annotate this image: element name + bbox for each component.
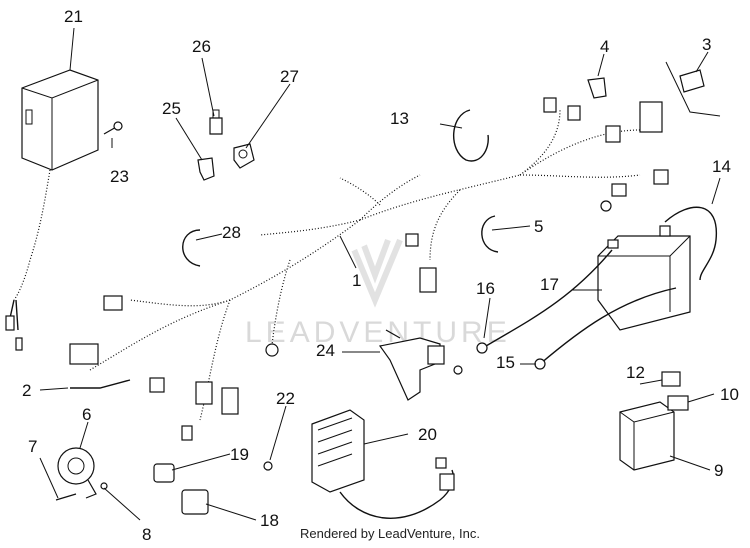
callout-28: 28 bbox=[222, 223, 241, 242]
cable-16 bbox=[485, 249, 613, 347]
battery bbox=[597, 225, 691, 331]
callout-7: 7 bbox=[28, 437, 37, 456]
clamp-27 bbox=[233, 143, 255, 169]
watermark: LEADVENTURE bbox=[245, 238, 511, 349]
callout-22: 22 bbox=[276, 389, 295, 408]
regulator-rectifier bbox=[311, 409, 455, 519]
fuse-10 bbox=[667, 395, 689, 411]
callout-10: 10 bbox=[720, 385, 739, 404]
main-harness bbox=[69, 97, 669, 441]
callout-9: 9 bbox=[714, 461, 723, 480]
svg-text:LEADVENTURE: LEADVENTURE bbox=[245, 316, 511, 349]
nut-8 bbox=[100, 482, 108, 490]
clamp-25 bbox=[197, 157, 215, 181]
callout-12: 12 bbox=[626, 363, 645, 382]
connector-18 bbox=[181, 489, 209, 515]
clip-13 bbox=[452, 109, 489, 162]
callout-15: 15 bbox=[496, 353, 515, 372]
callout-24: 24 bbox=[316, 341, 335, 360]
screw-22 bbox=[263, 461, 273, 471]
callout-2: 2 bbox=[22, 381, 31, 400]
callout-19: 19 bbox=[230, 445, 249, 464]
bolt-23 bbox=[103, 121, 123, 135]
callout-16: 16 bbox=[476, 279, 495, 298]
ring-terminal-15 bbox=[534, 358, 546, 370]
callout-3: 3 bbox=[702, 35, 711, 54]
bolt-7 bbox=[55, 493, 77, 501]
callout-5: 5 bbox=[534, 217, 543, 236]
ring-terminal bbox=[476, 342, 488, 354]
callout-21: 21 bbox=[64, 7, 83, 26]
cable-15 bbox=[539, 287, 677, 365]
clamp-26 bbox=[209, 109, 223, 135]
callout-1: 1 bbox=[352, 271, 361, 290]
horn bbox=[57, 447, 97, 499]
connector-19 bbox=[153, 463, 175, 483]
grommet-4 bbox=[587, 77, 607, 99]
clip-5 bbox=[481, 215, 499, 253]
starter-relay bbox=[619, 371, 689, 471]
callout-13: 13 bbox=[390, 109, 409, 128]
clip-28 bbox=[182, 229, 201, 267]
bracket-24 bbox=[378, 329, 463, 401]
callout-4: 4 bbox=[600, 37, 609, 56]
callout-27: 27 bbox=[280, 67, 299, 86]
cdi-unit bbox=[5, 69, 99, 351]
callout-18: 18 bbox=[260, 511, 279, 530]
render-credit: Rendered by LeadVenture, Inc. bbox=[300, 526, 480, 541]
fuse-3 bbox=[665, 61, 721, 117]
callout-6: 6 bbox=[82, 405, 91, 424]
cable-14 bbox=[664, 206, 717, 281]
callout-8: 8 bbox=[142, 525, 151, 544]
callout-26: 26 bbox=[192, 37, 211, 56]
fuse-12 bbox=[661, 371, 681, 387]
leader-lines bbox=[39, 27, 721, 521]
callout-25: 25 bbox=[162, 99, 181, 118]
lead-2 bbox=[70, 379, 131, 389]
callout-14: 14 bbox=[712, 157, 731, 176]
callout-23: 23 bbox=[110, 167, 129, 186]
callout-17: 17 bbox=[540, 275, 559, 294]
callout-20: 20 bbox=[418, 425, 437, 444]
